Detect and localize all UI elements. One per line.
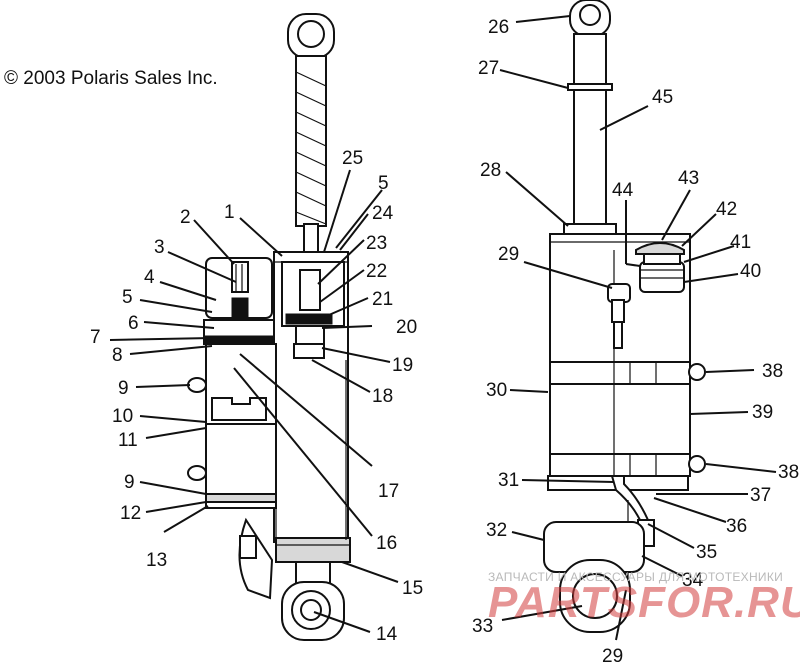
left-piston-shaft xyxy=(295,55,327,255)
callout-18: 18 xyxy=(372,386,393,407)
left-top-eyelet xyxy=(287,13,335,59)
callout-30: 30 xyxy=(486,380,507,401)
callout-11: 11 xyxy=(118,430,138,451)
callout-36: 36 xyxy=(726,516,747,537)
callout-28: 28 xyxy=(480,160,501,181)
left-reservoir xyxy=(187,257,277,600)
callout-4: 4 xyxy=(144,267,155,288)
callout-8: 8 xyxy=(112,345,123,366)
callout-29-upper: 29 xyxy=(498,244,519,265)
callout-23: 23 xyxy=(366,233,387,254)
watermark-logo: PARTSFOR.RU xyxy=(488,578,800,627)
right-adjuster-knob xyxy=(635,242,685,293)
callout-31: 31 xyxy=(498,470,519,491)
callout-42: 42 xyxy=(716,199,737,220)
left-leader-lines xyxy=(109,169,399,633)
callout-45: 45 xyxy=(652,87,673,108)
callout-27: 27 xyxy=(478,58,499,79)
callout-13: 13 xyxy=(146,550,167,571)
right-fitting-29 xyxy=(607,283,631,349)
callout-10: 10 xyxy=(112,406,133,427)
callout-38-upper: 38 xyxy=(762,361,783,382)
callout-29-lower: 29 xyxy=(602,646,623,666)
callout-12: 12 xyxy=(120,503,141,524)
callout-14: 14 xyxy=(376,624,398,645)
callout-16: 16 xyxy=(376,533,397,554)
callout-15: 15 xyxy=(402,578,423,599)
callout-5-right: 5 xyxy=(378,173,389,194)
callout-41: 41 xyxy=(730,232,751,253)
callout-6: 6 xyxy=(128,313,139,334)
callout-2: 2 xyxy=(180,207,191,228)
callout-34: 34 xyxy=(682,570,704,591)
left-shock-body xyxy=(273,251,351,585)
callout-40: 40 xyxy=(740,261,761,282)
right-reservoir xyxy=(543,521,645,633)
callout-3: 3 xyxy=(154,237,165,258)
callout-38-lower: 38 xyxy=(778,462,799,483)
callout-17: 17 xyxy=(378,481,399,502)
left-bottom-eyelet xyxy=(281,581,345,641)
callout-26: 26 xyxy=(488,17,509,38)
callout-19: 19 xyxy=(392,355,413,376)
callout-21: 21 xyxy=(372,289,393,310)
callout-labels: 1 2 3 4 5 6 7 8 9 10 11 9 12 13 14 15 16… xyxy=(90,17,799,666)
callout-1: 1 xyxy=(224,202,235,223)
left-shock-cutaway xyxy=(187,13,351,641)
callout-39: 39 xyxy=(752,402,773,423)
callout-37: 37 xyxy=(750,485,771,506)
callout-9-upper: 9 xyxy=(118,378,129,399)
callout-33: 33 xyxy=(472,616,493,637)
callout-9-lower: 9 xyxy=(124,472,135,493)
callout-24: 24 xyxy=(372,203,394,224)
callout-22: 22 xyxy=(366,261,387,282)
callout-5-left: 5 xyxy=(122,287,133,308)
callout-43: 43 xyxy=(678,168,699,189)
callout-35: 35 xyxy=(696,542,717,563)
right-top-eyelet xyxy=(569,0,611,37)
callout-44: 44 xyxy=(612,180,634,201)
right-shock-exterior xyxy=(543,0,706,633)
right-leader-lines xyxy=(499,15,777,641)
copyright-notice: © 2003 Polaris Sales Inc. xyxy=(4,68,218,89)
callout-25: 25 xyxy=(342,148,363,169)
callout-20: 20 xyxy=(396,317,417,338)
watermark-tagline: ЗАПЧАСТИ И АКСЕССУАРЫ ДЛЯ МОТОТЕХНИКИ xyxy=(488,570,784,584)
right-piston-shaft xyxy=(563,33,617,235)
callout-7: 7 xyxy=(90,327,101,348)
callout-32: 32 xyxy=(486,520,507,541)
